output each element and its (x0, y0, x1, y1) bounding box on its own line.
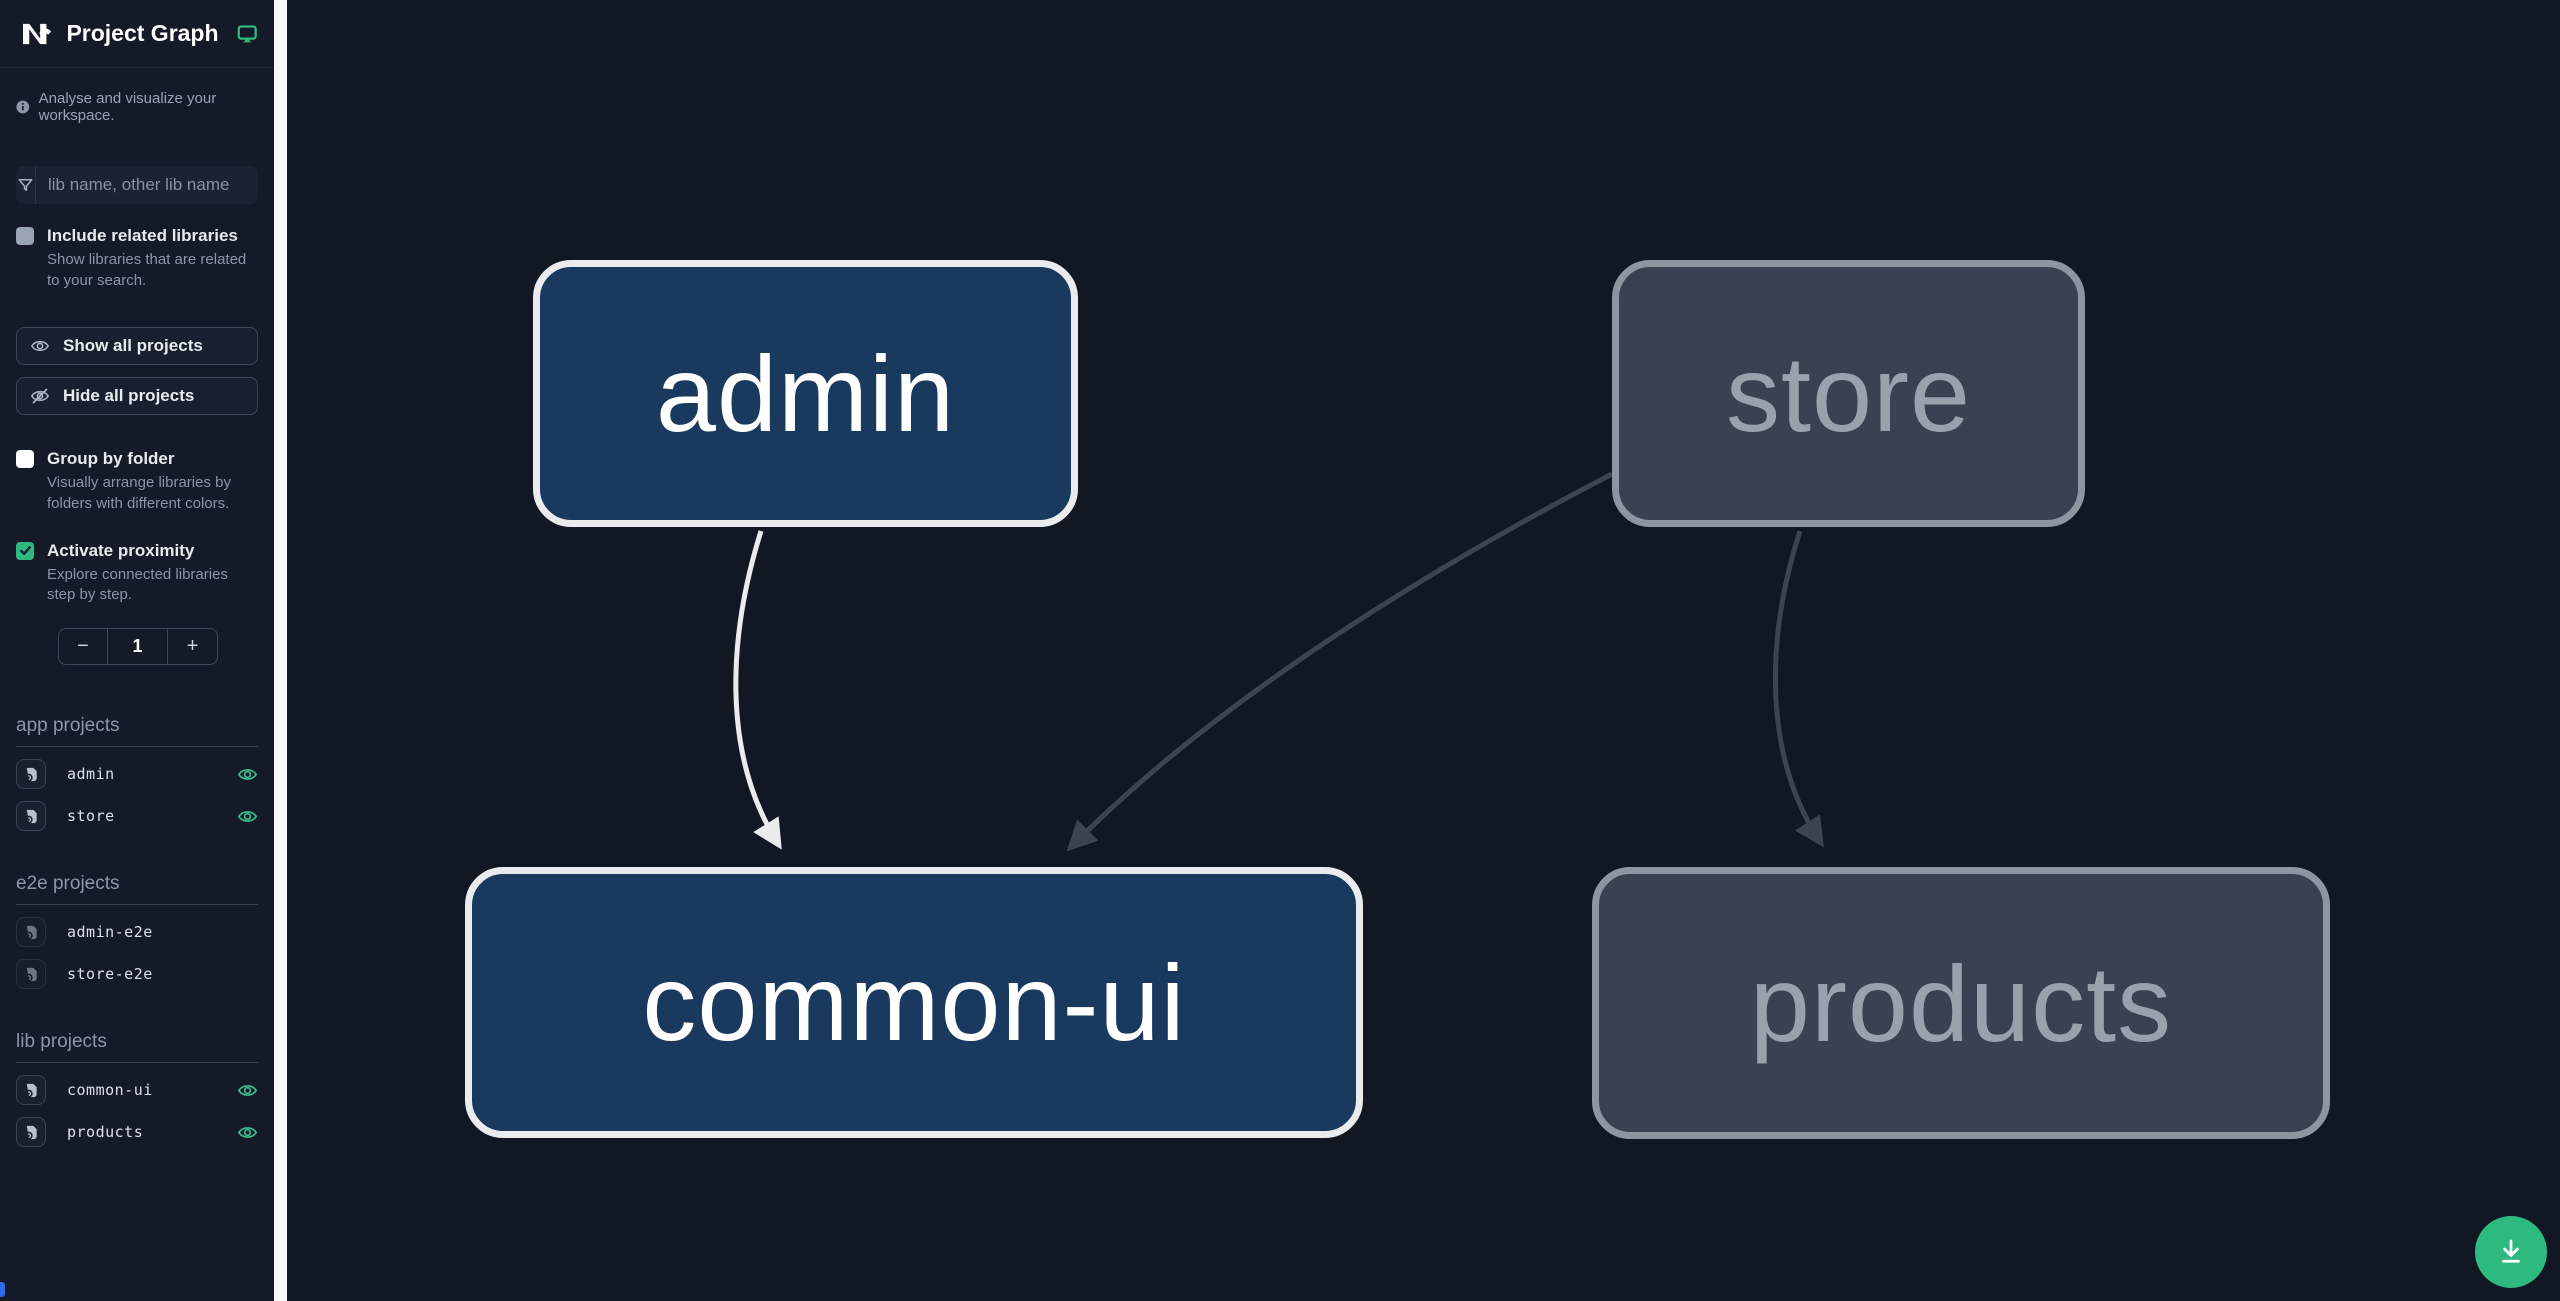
node-label: store (1725, 333, 1972, 454)
focus-icon (24, 1125, 37, 1140)
filter-funnel-icon (16, 166, 36, 204)
sidebar-resize-handle[interactable] (274, 0, 287, 1301)
proximity-stepper: − 1 + (58, 628, 218, 666)
page-title: Project Graph (66, 20, 219, 46)
graph-node-products[interactable]: products (1592, 867, 2330, 1139)
check-icon (19, 546, 31, 556)
workspace-tagline: Analyse and visualize your workspace. (38, 90, 217, 124)
theme-monitor-icon[interactable] (236, 22, 258, 46)
section-app-projects: app projects admin (16, 715, 258, 832)
focus-icon (24, 1083, 37, 1098)
list-item-admin: admin (16, 759, 258, 790)
project-name: store-e2e (67, 965, 153, 984)
edge-admin-to-common-ui[interactable] (733, 530, 782, 850)
hide-all-projects-label: Hide all projects (63, 386, 195, 406)
edge-store-to-common-ui[interactable] (1066, 471, 1614, 852)
show-all-projects-button[interactable]: Show all projects (16, 327, 258, 366)
graph-node-admin[interactable]: admin (533, 260, 1078, 527)
download-icon (2502, 1239, 2520, 1263)
info-icon (16, 100, 30, 114)
visibility-eye-icon[interactable] (237, 764, 258, 785)
show-all-projects-label: Show all projects (63, 336, 203, 356)
project-name: admin-e2e (67, 923, 153, 942)
visibility-eye-icon[interactable] (237, 1122, 258, 1143)
workspace-tagline-row: Analyse and visualize your workspace. (16, 90, 258, 124)
edge-store-to-products[interactable] (1772, 530, 1824, 848)
proximity-increment-button[interactable]: + (186, 635, 199, 658)
proximity-value: 1 (107, 629, 168, 665)
graph-canvas[interactable]: admin store common-ui products (287, 0, 2560, 1301)
focus-project-button[interactable] (16, 801, 46, 832)
eye-off-icon (30, 388, 50, 405)
list-item-admin-e2e: admin-e2e (16, 917, 258, 948)
project-name: store (67, 807, 115, 826)
node-label: admin (655, 333, 956, 454)
group-by-folder-checkbox[interactable] (16, 450, 34, 469)
project-name: products (67, 1123, 144, 1142)
list-item-store: store (16, 801, 258, 832)
focus-icon (24, 767, 37, 782)
focus-icon (24, 967, 37, 982)
activate-proximity-desc: Explore connected libraries step by step… (47, 565, 228, 604)
section-e2e-projects: e2e projects admin-e2e (16, 873, 258, 990)
list-item-products: products (16, 1117, 258, 1148)
eye-icon (30, 341, 50, 352)
list-item-store-e2e: store-e2e (16, 959, 258, 990)
focus-icon (24, 925, 37, 940)
bottom-left-accent (0, 1282, 5, 1297)
graph-node-common-ui[interactable]: common-ui (465, 867, 1363, 1138)
include-related-desc: Show libraries that are related to your … (47, 251, 247, 289)
project-name: admin (67, 765, 115, 784)
focus-icon (24, 809, 37, 824)
graph-node-store[interactable]: store (1612, 260, 2085, 527)
project-name: common-ui (67, 1081, 153, 1100)
focus-project-button[interactable] (16, 759, 46, 790)
focus-project-button[interactable] (16, 917, 46, 948)
list-item-common-ui: common-ui (16, 1075, 258, 1106)
nx-logo (23, 23, 52, 44)
node-label: common-ui (642, 942, 1186, 1063)
edges-layer (733, 471, 1824, 852)
group-by-folder-desc: Visually arrange libraries by folders wi… (47, 474, 231, 513)
sidebar: Project Graph Analyse and visualize your… (0, 0, 274, 1301)
focus-project-button[interactable] (16, 1117, 46, 1148)
proximity-decrement-button[interactable]: − (77, 635, 89, 658)
section-lib-projects: lib projects common-ui (16, 1031, 258, 1148)
section-title: app projects (16, 715, 258, 748)
search-input[interactable] (36, 166, 258, 204)
sidebar-header: Project Graph (0, 0, 274, 68)
include-related-label: Include related libraries (47, 226, 238, 245)
section-title: lib projects (16, 1031, 258, 1064)
group-by-folder-row: Group by folder Visually arrange librari… (16, 449, 258, 514)
activate-proximity-label: Activate proximity (47, 540, 195, 560)
node-label: products (1749, 942, 2173, 1064)
activate-proximity-row: Activate proximity Explore connected lib… (16, 541, 258, 606)
focus-project-button[interactable] (16, 959, 46, 990)
section-title: e2e projects (16, 873, 258, 906)
focus-project-button[interactable] (16, 1075, 46, 1106)
download-graph-button[interactable] (2475, 1216, 2547, 1288)
visibility-eye-icon[interactable] (237, 1080, 258, 1101)
group-by-folder-label: Group by folder (47, 449, 175, 469)
include-related-row: Include related libraries Show libraries… (16, 226, 258, 291)
activate-proximity-checkbox[interactable] (16, 541, 34, 560)
include-related-checkbox[interactable] (16, 227, 34, 245)
hide-all-projects-button[interactable]: Hide all projects (16, 377, 258, 416)
visibility-eye-icon[interactable] (237, 806, 258, 827)
search-box (16, 166, 258, 204)
